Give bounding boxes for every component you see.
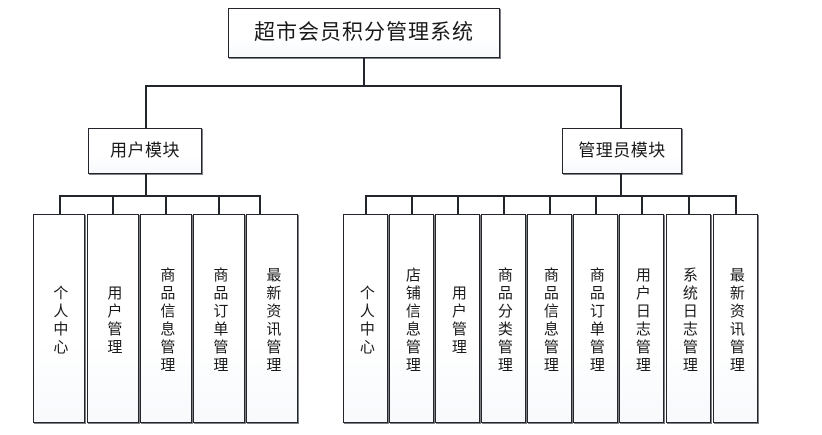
edge-to-admin-leaf-2 (411, 195, 413, 214)
module-node-admin: 管理员模块 (562, 128, 682, 174)
leaf-label: 个人中心 (51, 284, 68, 357)
edge-to-admin-leaf-6 (595, 195, 597, 214)
edge-user-module-stub (145, 174, 147, 196)
leaf-label: 用户管理 (449, 284, 466, 357)
edge-module-bus (145, 85, 621, 87)
edge-to-admin-leaf-9 (735, 195, 737, 214)
edge-to-admin-leaf-1 (365, 195, 367, 214)
leaf-label: 商品信息管理 (158, 266, 175, 375)
leaf-node-admin-user-log-management: 用户日志管理 (619, 214, 664, 423)
leaf-node-user-news-management: 最新资讯管理 (246, 214, 298, 423)
module-node-admin-label: 管理员模块 (578, 141, 666, 161)
leaf-label: 商品订单管理 (211, 266, 228, 375)
leaf-label: 最新资讯管理 (264, 266, 281, 375)
module-node-user-label: 用户模块 (110, 141, 180, 161)
edge-to-admin-leaf-5 (549, 195, 551, 214)
root-node-system-title: 超市会员积分管理系统 (228, 8, 500, 58)
leaf-node-admin-user-management: 用户管理 (435, 214, 480, 423)
leaf-node-user-product-order-management: 商品订单管理 (193, 214, 245, 423)
module-node-user: 用户模块 (88, 128, 202, 174)
edge-root-stub (363, 58, 365, 86)
edge-to-admin-leaf-3 (457, 195, 459, 214)
leaf-label: 商品订单管理 (587, 266, 604, 375)
leaf-label: 商品分类管理 (495, 266, 512, 375)
leaf-node-admin-news-management: 最新资讯管理 (713, 214, 758, 423)
leaf-label: 用户日志管理 (633, 266, 650, 375)
edge-to-user-leaf-5 (259, 195, 261, 214)
edge-to-admin-leaf-7 (641, 195, 643, 214)
edge-to-admin-leaf-4 (503, 195, 505, 214)
leaf-label: 系统日志管理 (680, 266, 697, 375)
root-node-label: 超市会员积分管理系统 (254, 20, 474, 45)
edge-to-user-leaf-3 (165, 195, 167, 214)
leaf-label: 店铺信息管理 (403, 266, 420, 375)
leaf-node-admin-system-log-management: 系统日志管理 (666, 214, 711, 423)
edge-user-leaf-bus (59, 195, 259, 197)
leaf-label: 商品信息管理 (541, 266, 558, 375)
leaf-node-admin-personal-center: 个人中心 (343, 214, 388, 423)
edge-to-user-leaf-1 (59, 195, 61, 214)
edge-to-admin-leaf-8 (688, 195, 690, 214)
leaf-label: 最新资讯管理 (727, 266, 744, 375)
edge-to-user-leaf-2 (112, 195, 114, 214)
leaf-node-admin-product-category-management: 商品分类管理 (481, 214, 526, 423)
edge-to-admin-module (620, 85, 622, 128)
edge-to-user-leaf-4 (218, 195, 220, 214)
edge-admin-module-stub (620, 174, 622, 196)
edge-to-user-module (145, 85, 147, 128)
leaf-node-user-personal-center: 个人中心 (33, 214, 85, 423)
leaf-node-admin-product-order-management: 商品订单管理 (573, 214, 618, 423)
leaf-node-admin-product-info-management: 商品信息管理 (527, 214, 572, 423)
leaf-node-admin-store-info-management: 店铺信息管理 (389, 214, 434, 423)
leaf-node-user-user-management: 用户管理 (87, 214, 139, 423)
leaf-label: 用户管理 (105, 284, 122, 357)
leaf-node-user-product-info-management: 商品信息管理 (140, 214, 192, 423)
leaf-label: 个人中心 (357, 284, 374, 357)
